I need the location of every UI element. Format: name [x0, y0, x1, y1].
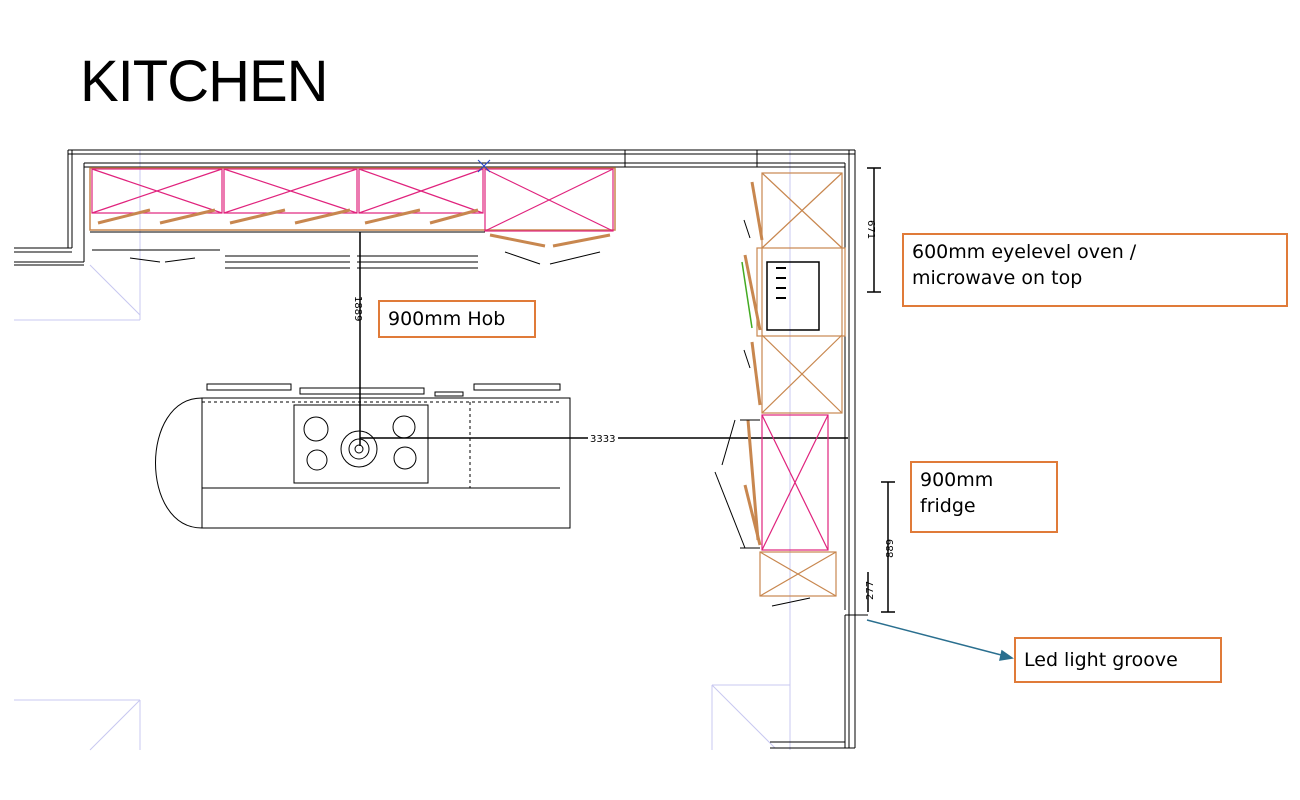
fridge-callout-line2: fridge: [920, 495, 976, 517]
dim-label-1889: 1889: [352, 296, 363, 321]
led-callout: Led light groove: [1014, 637, 1222, 683]
hob-callout: 900mm Hob: [378, 300, 536, 338]
oven-callout-line1: 600mm eyelevel oven /: [912, 241, 1137, 263]
dim-label-3333: 3333: [590, 434, 615, 445]
right-cabinets: [714, 172, 868, 616]
dim-label-671: 671: [865, 220, 876, 239]
walls: [14, 149, 856, 749]
fridge-callout-line1: 900mm: [920, 469, 994, 491]
hob-callout-text: 900mm Hob: [388, 308, 506, 330]
kitchen-island: [155, 383, 571, 529]
guide-lines: [14, 150, 791, 751]
oven-callout-line2: microwave on top: [912, 267, 1083, 289]
top-cabinets: [89, 159, 616, 269]
led-callout-text: Led light groove: [1024, 649, 1178, 671]
dim-label-889: 889: [885, 539, 896, 558]
dim-label-277: 277: [865, 581, 876, 600]
oven-callout: 600mm eyelevel oven / microwave on top: [902, 233, 1288, 307]
led-arrow: [866, 619, 1014, 661]
page-title: KITCHEN: [80, 49, 329, 114]
dimension-lines: [359, 167, 895, 613]
fridge-callout: 900mm fridge: [910, 461, 1058, 533]
